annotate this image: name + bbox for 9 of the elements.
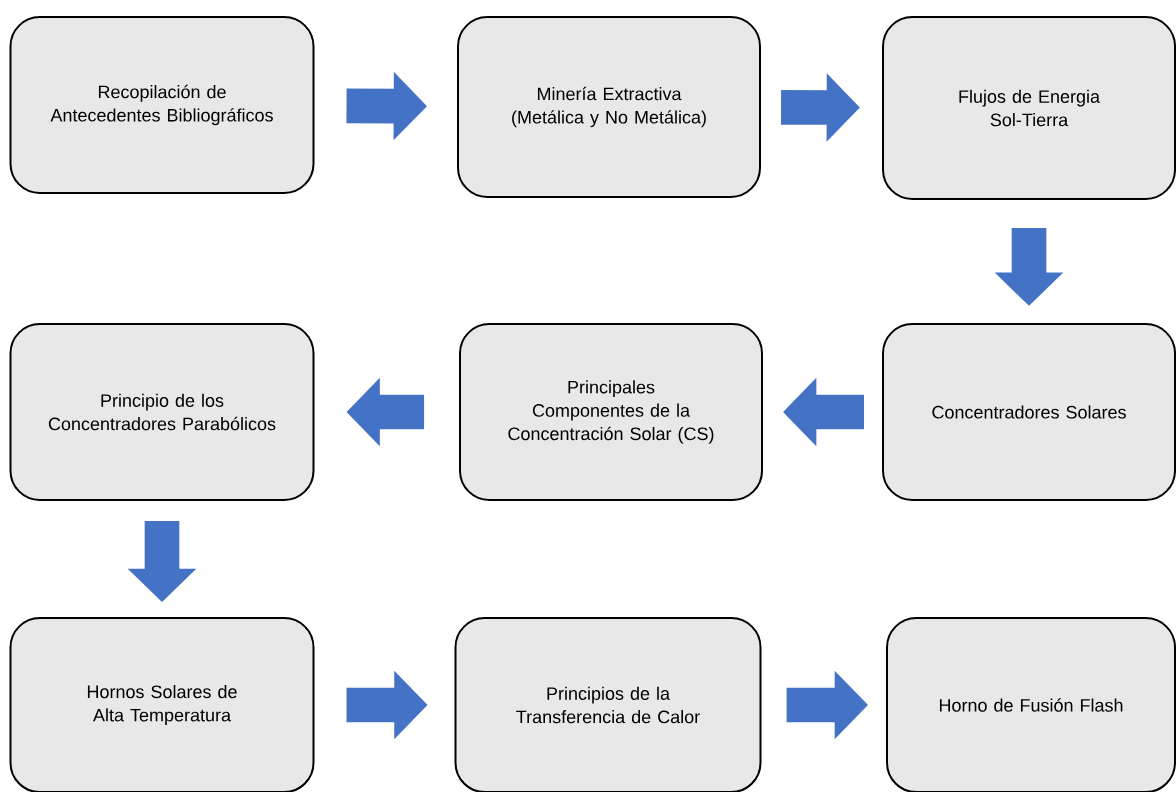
process-box: Hornos Solares de Alta Temperatura — [9, 617, 315, 792]
process-box: Recopilación de Antecedentes Bibliográficos — [9, 16, 315, 194]
process-box: Principales Componentes de la Concentración Solar (CS) — [459, 323, 763, 501]
process-box: Horno de Fusión Flash — [886, 617, 1176, 792]
process-box: Flujos de Energia Sol-Tierra — [882, 16, 1176, 200]
process-box: Principios de la Transferencia de Calor — [454, 617, 762, 792]
process-box: Minería Extractiva (Metálica y No Metálica) — [457, 16, 761, 198]
process-box: Principio de los Concentradores Parabólicos — [9, 323, 315, 501]
process-box: Concentradores Solares — [882, 323, 1176, 501]
